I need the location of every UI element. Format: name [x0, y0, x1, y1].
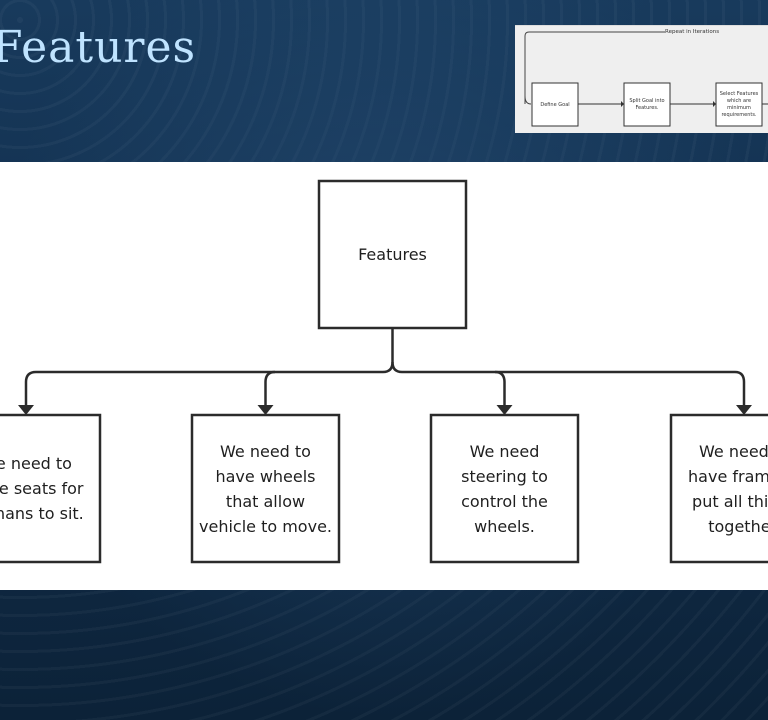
- repeat-loop-entry: [524, 95, 532, 105]
- thumb-step-box-3: [715, 82, 763, 127]
- connector-trunk: [391, 328, 746, 408]
- thumb-arrowhead-2: [713, 101, 716, 107]
- child-node-label-4: We need to have frame to put all things …: [688, 441, 768, 536]
- connector-child-3: [494, 370, 506, 408]
- child-node-box-2: [190, 413, 341, 564]
- arrowhead-child-2: [257, 405, 274, 415]
- thumb-step-label-3: Select Features which are minimum requir…: [719, 90, 759, 118]
- child-node-label-3: We need steering to control the wheels.: [461, 441, 548, 536]
- root-node-label: Features: [358, 245, 427, 264]
- root-node-box: [317, 179, 468, 330]
- child-node-box-4: [669, 413, 768, 564]
- repeat-loop-line: [524, 31, 768, 104]
- child-node-label-1: We need to have seats for humans to sit.: [0, 454, 84, 523]
- thumb-loop-label: Repeat in Iterations: [665, 27, 768, 37]
- connector-left: [24, 361, 394, 408]
- process-thumbnail: Repeat in Iterations Define Goal Split G…: [515, 25, 768, 133]
- arrowhead-child-4: [736, 405, 752, 415]
- child-node-box-3: [429, 413, 580, 564]
- feature-tree-diagram: Features We need to have seats for human…: [0, 162, 768, 590]
- slide-title: Features: [0, 22, 197, 73]
- connector-child-2: [264, 370, 276, 408]
- thumb-arrowhead-1: [621, 101, 624, 107]
- process-thumbnail-canvas: [524, 31, 768, 127]
- thumb-step-label-2: Split Goal into Features.: [629, 97, 665, 111]
- arrowhead-child-3: [496, 405, 513, 415]
- thumb-step-box-1: [531, 82, 579, 127]
- thumb-step-box-2: [623, 82, 671, 127]
- child-node-box-1: [0, 413, 102, 564]
- feature-tree-canvas: [0, 179, 768, 564]
- arrowhead-child-1: [18, 405, 34, 415]
- thumb-step-label-1: Define Goal: [540, 101, 570, 108]
- child-node-label-2: We need to have wheels that allow vehicl…: [199, 441, 332, 536]
